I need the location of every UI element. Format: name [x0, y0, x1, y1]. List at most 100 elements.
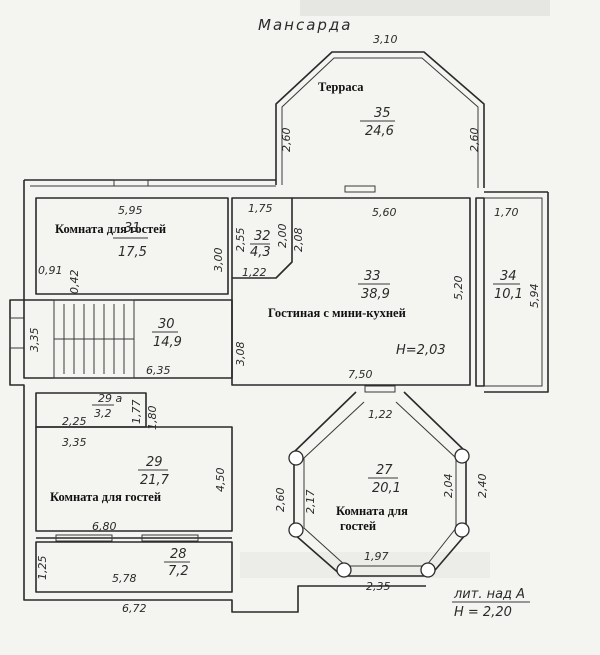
room-28-number: 28	[170, 547, 187, 562]
column	[288, 522, 304, 538]
room-31-area: 17,5	[118, 245, 147, 260]
room-33-area: 38,9	[361, 287, 390, 302]
room-29-area: 21,7	[140, 473, 170, 488]
footer-line1: лит. над А	[453, 587, 525, 602]
window	[344, 185, 376, 193]
terrace-dim-left: 2,60	[280, 128, 293, 153]
column	[454, 448, 470, 464]
room-34: 1,70 34 10,1 5,94	[475, 197, 541, 387]
room-33-dim-right: 5,20	[452, 276, 465, 301]
room-27-dim-bottom: 2,35	[366, 580, 391, 593]
room-30-dim-left: 3,35	[28, 328, 41, 353]
room-27-label-line1: Комната для	[336, 504, 408, 518]
room-27-area: 20,1	[372, 481, 401, 496]
room-29a-dim-right: 1,77	[130, 400, 143, 425]
window	[55, 534, 113, 542]
outer-wall-inner	[30, 185, 543, 387]
outer-walls	[9, 179, 549, 613]
room-31-dim-top: 5,95	[118, 204, 143, 217]
room-29-outline	[35, 426, 233, 532]
room-27-dim-left2: 2,17	[304, 490, 317, 515]
terrace-label: Терраса	[318, 80, 364, 94]
room-33-dim-left-lower: 3,08	[234, 342, 247, 367]
room-32-outline	[231, 197, 293, 279]
room-30-dim-small-w: 0,91	[38, 264, 63, 277]
room-30: 0,91 0,42 3,35 30 14,9 6,35	[23, 264, 233, 379]
column	[288, 450, 304, 466]
room-27-dim-inner-bottom: 1,97	[364, 550, 389, 563]
room-28-outline	[35, 541, 233, 593]
room-29: 29 21,7 4,50 Комната для гостей 6,80	[35, 426, 233, 533]
terrace-number: 35	[374, 106, 391, 121]
window	[9, 317, 25, 349]
outer-wall-right	[484, 192, 549, 393]
room-34-dim-top: 1,70	[494, 206, 519, 219]
room-27: 1,22 27 20,1 2,60 2,17 2,04 2,40 Комната…	[274, 391, 489, 593]
terrace-dim-right: 2,60	[468, 128, 481, 153]
room-34-area: 10,1	[494, 287, 523, 302]
column	[336, 562, 352, 578]
room-27-dim-left1: 2,60	[274, 488, 287, 513]
room-30-dim-bottom: 6,35	[146, 364, 171, 377]
room-32-area: 4,3	[250, 245, 271, 260]
scan-smudge	[300, 0, 550, 16]
room-33-height: Н=2,03	[396, 343, 446, 358]
terrace-inner-outline	[281, 57, 479, 188]
room-31-dim-right: 3,00	[212, 248, 225, 273]
room-27-label-line2: гостей	[340, 519, 376, 533]
room-34-partition	[475, 197, 485, 387]
room-27-inner	[303, 401, 457, 567]
room-29a-dim-left: 2,25	[62, 415, 87, 428]
window	[364, 385, 396, 393]
window	[141, 534, 199, 542]
room-33: 5,60 2,08 33 38,9 5,20 Гостиная с мини-к…	[231, 197, 471, 386]
room-28-dim-bottom: 5,78	[112, 572, 137, 585]
room-31: 5,95 Комната для гостей 31 17,5 3,00	[35, 197, 229, 295]
room-33-number: 33	[364, 269, 381, 284]
room-30-number: 30	[158, 317, 175, 332]
room-32-number: 32	[254, 229, 271, 244]
footer-line2: Н = 2,20	[454, 605, 512, 620]
room-34-number: 34	[500, 269, 517, 284]
terrace-outline	[275, 51, 485, 188]
room-32-dim-right: 2,00	[276, 224, 289, 249]
room-29-dim-right: 4,50	[214, 468, 227, 493]
room-29-number: 29	[146, 455, 163, 470]
room-30-dim-small-h: 0,42	[68, 270, 81, 295]
room-29-label: Комната для гостей	[50, 490, 161, 504]
room-27-outer	[293, 391, 467, 577]
room-31-label: Комната для гостей	[55, 222, 166, 236]
room-33-label: Гостиная с мини-кухней	[268, 306, 406, 320]
room-27-number: 27	[376, 463, 393, 478]
plan-title: Мансарда	[258, 16, 352, 34]
terrace-area: 24,6	[365, 124, 394, 139]
overall-dim-bottom: 6,72	[122, 602, 147, 615]
room-34-dim-right: 5,94	[528, 284, 541, 309]
room-33-dim-top: 5,60	[372, 206, 397, 219]
room-28-area: 7,2	[168, 564, 189, 579]
room-33-dim-left: 2,08	[292, 228, 305, 253]
room-31-outline	[35, 197, 229, 295]
room-32-dim-bottom: 1,22	[242, 266, 267, 279]
room-32: 1,75 2,55 2,00 32 4,3 1,22	[231, 197, 293, 279]
room-29a: 2,25 29 а 3,2 1,77 1,80 3,35	[35, 392, 159, 449]
room-27-dim-right1: 2,04	[442, 474, 455, 499]
room-31-number: 31	[124, 221, 141, 236]
room-29-dim-mid: 6,80	[92, 520, 117, 533]
room-27-dim-top: 1,22	[368, 408, 393, 421]
terrace: Терраса 3,10 35 24,6 2,60 2,60	[275, 33, 485, 188]
room-32-dim-left: 2,55	[234, 228, 247, 253]
window	[113, 179, 149, 187]
column	[454, 522, 470, 538]
room-30-area: 14,9	[153, 335, 182, 350]
room-33-dim-bottom: 7,50	[348, 368, 373, 381]
room-29a-number: 29 а	[98, 392, 122, 405]
outer-wall-left-bottom	[9, 180, 426, 613]
room-28: 1,25 28 7,2 5,78	[35, 534, 233, 593]
room-29a-dim-bottom: 3,35	[62, 436, 87, 449]
room-28-dim-left: 1,25	[36, 556, 49, 581]
room-29a-area: 3,2	[94, 407, 112, 420]
room-32-dim-top: 1,75	[248, 202, 273, 215]
room-27-dim-right2: 2,40	[476, 474, 489, 499]
